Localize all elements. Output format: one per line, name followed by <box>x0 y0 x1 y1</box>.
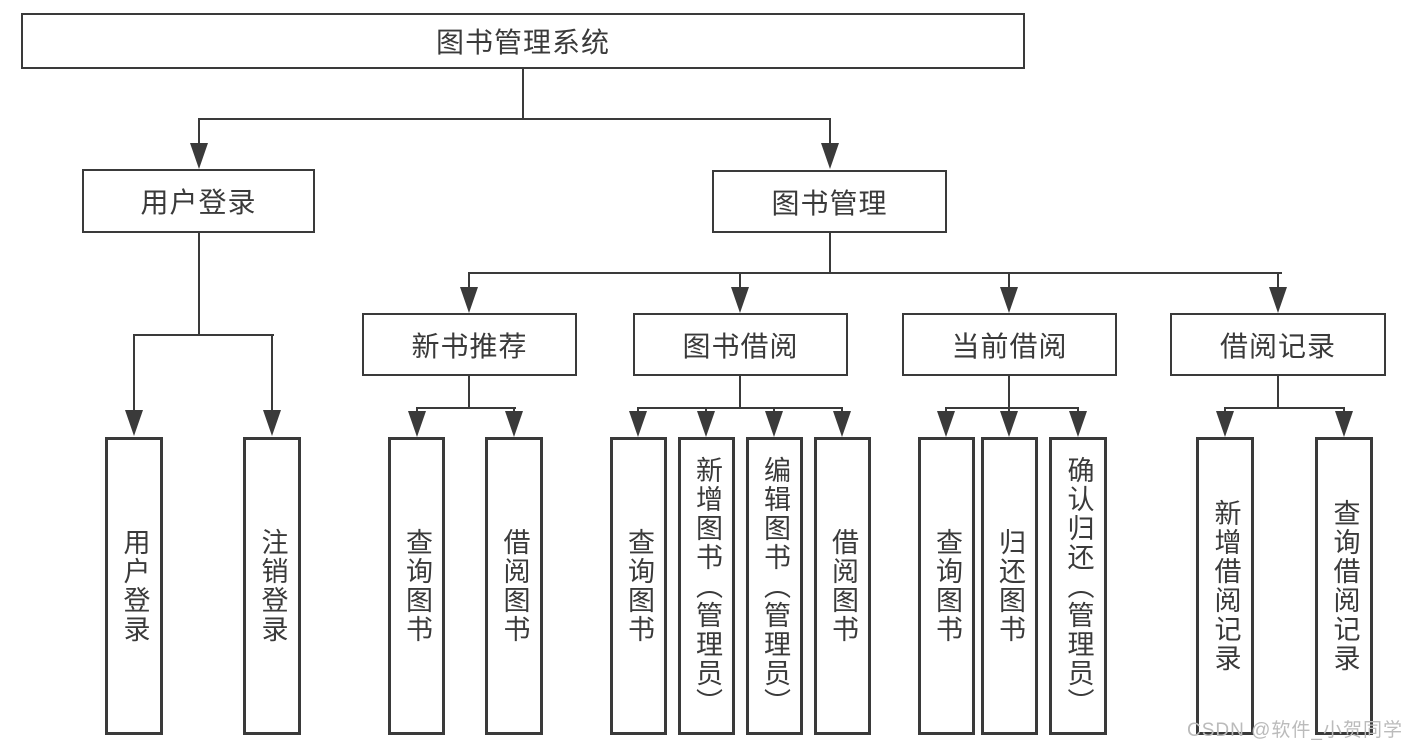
connector-line <box>1277 376 1279 409</box>
node-book-borrowing: 图书借阅 <box>633 313 848 376</box>
arrow-down-icon <box>408 411 426 437</box>
arrow-down-icon <box>765 411 783 437</box>
arrow-down-icon <box>190 143 208 169</box>
node-query-books: 查询图书 <box>610 437 667 735</box>
leaf-label: 新增借阅记录 <box>1210 499 1241 673</box>
connector-line <box>739 272 741 289</box>
node-borrowing-records: 借阅记录 <box>1170 313 1386 376</box>
node-library-management-system: 图书管理系统 <box>21 13 1025 69</box>
leaf-label: 确认归还（管理员） <box>1063 455 1094 717</box>
connector-line <box>945 407 1079 409</box>
leaf-label: 新增图书（管理员） <box>692 455 722 717</box>
arrow-down-icon <box>629 411 647 437</box>
arrow-down-icon <box>1000 287 1018 313</box>
node-return-books: 归还图书 <box>981 437 1038 735</box>
node-borrow-books: 借阅图书 <box>485 437 543 735</box>
arrow-down-icon <box>1335 411 1353 437</box>
arrow-down-icon <box>1069 411 1087 437</box>
connector-line <box>133 334 274 336</box>
connector-line <box>198 118 200 145</box>
leaf-label: 用户登录 <box>119 528 150 644</box>
arrow-down-icon <box>1269 287 1287 313</box>
connector-line <box>468 272 470 289</box>
arrow-down-icon <box>1000 411 1018 437</box>
leaf-label: 查询图书 <box>932 528 962 644</box>
arrow-down-icon <box>697 411 715 437</box>
connector-line <box>198 233 200 336</box>
connector-line <box>1008 272 1010 289</box>
node-book-management: 图书管理 <box>712 170 947 233</box>
connector-line <box>271 334 273 412</box>
connector-line <box>468 272 1282 274</box>
arrow-down-icon <box>505 411 523 437</box>
arrow-down-icon <box>937 411 955 437</box>
arrow-down-icon <box>833 411 851 437</box>
node-add-borrow-record: 新增借阅记录 <box>1196 437 1254 735</box>
arrow-down-icon <box>460 287 478 313</box>
arrow-down-icon <box>821 143 839 169</box>
connector-line <box>416 407 516 409</box>
node-borrow-books: 借阅图书 <box>814 437 871 735</box>
node-current-borrowing: 当前借阅 <box>902 313 1117 376</box>
leaf-label: 查询图书 <box>624 528 654 644</box>
connector-line <box>829 118 831 145</box>
leaf-label: 编辑图书（管理员） <box>760 455 790 717</box>
leaf-label: 归还图书 <box>995 528 1025 644</box>
leaf-label: 注销登录 <box>257 528 288 644</box>
node-confirm-return-admin: 确认归还（管理员） <box>1049 437 1107 735</box>
node-logout: 注销登录 <box>243 437 301 735</box>
connector-line <box>1277 272 1279 289</box>
arrow-down-icon <box>125 410 143 436</box>
node-query-books: 查询图书 <box>388 437 445 735</box>
node-new-book-recommendation: 新书推荐 <box>362 313 577 376</box>
leaf-label: 借阅图书 <box>499 528 530 644</box>
connector-line <box>1008 376 1010 409</box>
leaf-label: 查询图书 <box>402 528 432 644</box>
connector-line <box>198 118 831 120</box>
connector-line <box>1224 407 1345 409</box>
node-user-login: 用户登录 <box>82 169 315 233</box>
node-query-books: 查询图书 <box>918 437 975 735</box>
node-query-borrow-record: 查询借阅记录 <box>1315 437 1373 735</box>
connector-line <box>739 376 741 409</box>
node-add-book-admin: 新增图书（管理员） <box>678 437 735 735</box>
arrow-down-icon <box>1216 411 1234 437</box>
node-user-login-leaf: 用户登录 <box>105 437 163 735</box>
connector-line <box>522 69 524 118</box>
arrow-down-icon <box>731 287 749 313</box>
connector-line <box>468 376 470 409</box>
leaf-label: 借阅图书 <box>828 528 858 644</box>
leaf-label: 查询借阅记录 <box>1329 499 1360 673</box>
watermark-text: CSDN @软件_小贺同学 <box>1187 720 1403 741</box>
arrow-down-icon <box>263 410 281 436</box>
node-edit-book-admin: 编辑图书（管理员） <box>746 437 803 735</box>
connector-line <box>637 407 843 409</box>
connector-line <box>829 233 831 274</box>
connector-line <box>133 334 135 412</box>
